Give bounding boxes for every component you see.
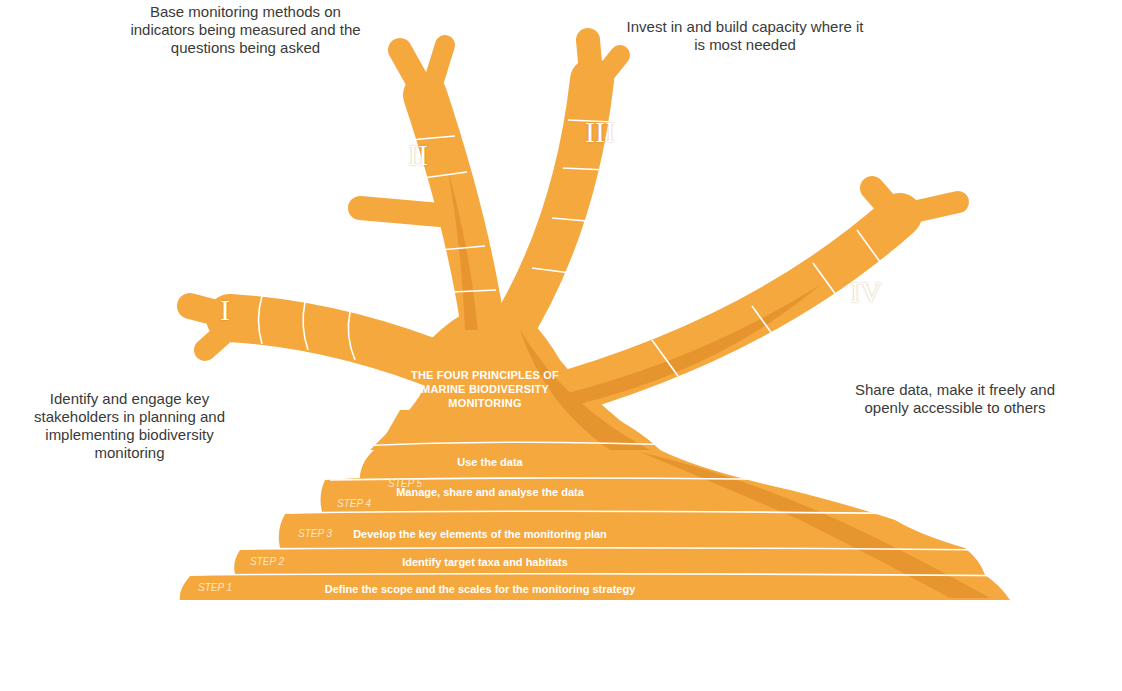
step-text: Develop the key elements of the monitori… [280,528,680,541]
principle-text: Invest in and build capacity where it is… [623,18,867,54]
step-label: STEP 3 [298,528,358,540]
principles-title: THE FOUR PRINCIPLES OF MARINE BIODIVERSI… [405,368,565,410]
coral-branch: IIdentify and engage key stakeholders in… [203,290,247,330]
principle-text: Base monitoring methods on indicators be… [123,3,368,57]
step-text: Use the data [360,456,620,469]
roman-numeral: IV [841,272,891,312]
step-band: STEP 5Use the data [360,450,620,478]
step-text: Manage, share and analyse the data [325,486,655,499]
coral-branch: IVShare data, make it freely and openly … [841,272,891,312]
step-band: STEP 3Develop the key elements of the mo… [280,514,680,548]
roman-numeral: III [575,112,625,152]
step-label: STEP 2 [250,556,310,568]
principle-text: Share data, make it freely and openly ac… [845,381,1065,417]
step-text: Define the scope and the scales for the … [180,583,780,596]
step-band: STEP 1Define the scope and the scales fo… [180,576,780,598]
step-label: STEP 4 [337,498,397,510]
step-label: STEP 1 [198,582,258,594]
coral-branch: IIBase monitoring methods on indicators … [396,135,440,175]
coral-branch: IIIInvest in and build capacity where it… [575,112,625,152]
step-band: STEP 2Identify target taxa and habitats [240,550,730,574]
roman-numeral: II [396,135,440,175]
step-text: Identify target taxa and habitats [240,556,730,569]
step-band: STEP 4Manage, share and analyse the data [325,480,655,512]
principle-text: Identify and engage key stakeholders in … [22,390,237,462]
coral-trunk: THE FOUR PRINCIPLES OF MARINE BIODIVERSI… [405,368,565,430]
roman-numeral: I [203,290,247,330]
